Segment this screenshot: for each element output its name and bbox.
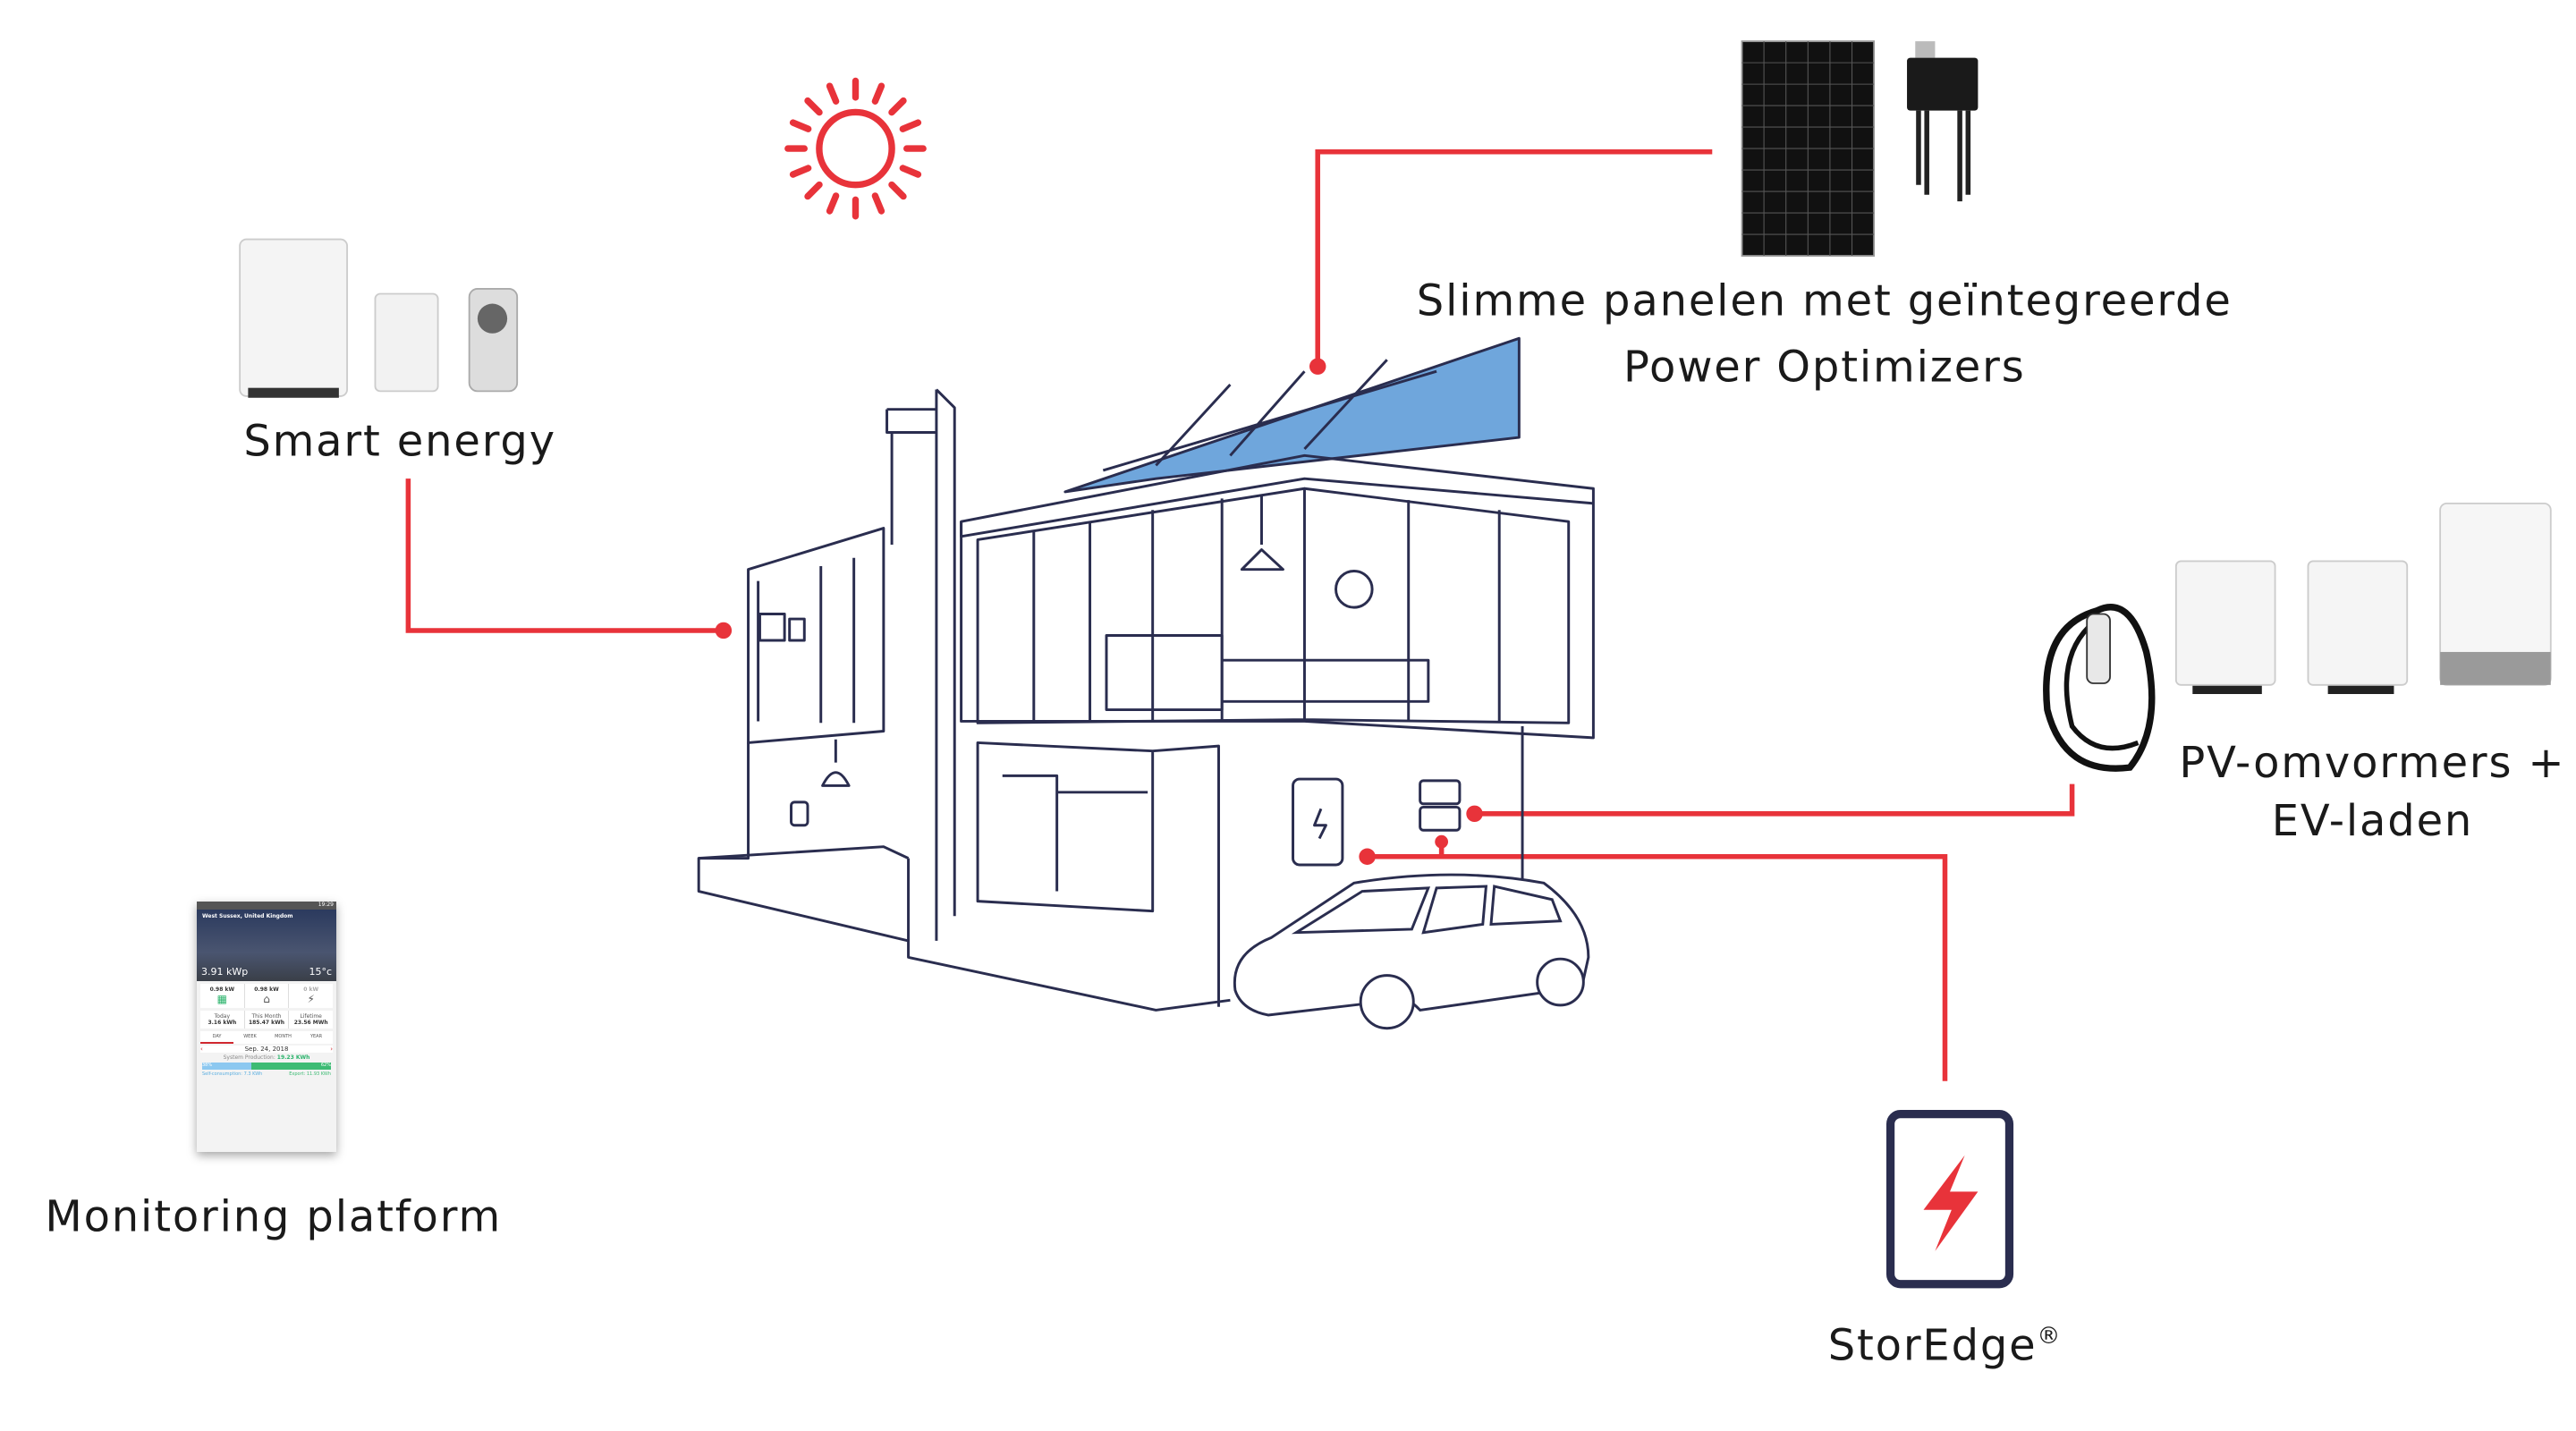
- inverters-label-2: EV-laden: [2272, 796, 2473, 846]
- ev-charger-image: [2043, 604, 2156, 772]
- connection-lines: [405, 149, 2075, 1081]
- smart-energy-devices-image: [239, 238, 519, 398]
- solar-panel-image: [1741, 40, 1876, 257]
- tab-day[interactable]: DAY: [200, 1031, 233, 1044]
- connection-dots: [715, 358, 1483, 866]
- car-illustration: [1233, 873, 1590, 1030]
- stat-label: This Month: [251, 1013, 282, 1020]
- panels-label-2: Power Optimizers: [1623, 342, 2026, 392]
- house-illustration: [697, 336, 1595, 1012]
- kwp-value: 3.91 kWp: [201, 966, 249, 978]
- inverters-label: PV-omvormers +: [2179, 738, 2565, 788]
- production-label: System Production:: [223, 1054, 275, 1061]
- production-split-bar: 38% 62%: [202, 1063, 331, 1070]
- tab-month[interactable]: MONTH: [275, 1034, 292, 1039]
- pv-inverters-image: [2174, 502, 2552, 695]
- house-icon: ⌂: [263, 993, 270, 1005]
- monitoring-app-screenshot: 19:29 West Sussex, United Kingdom 3.91 k…: [197, 902, 336, 1152]
- grid-power: 0 kW: [303, 986, 319, 993]
- stat-label: Lifetime: [300, 1013, 322, 1020]
- sun-icon: [784, 77, 927, 220]
- storedge-label: StorEdge®: [1828, 1321, 2063, 1371]
- stat-value: 3.16 kWh: [208, 1020, 237, 1026]
- tab-year[interactable]: YEAR: [309, 1034, 323, 1039]
- tab-week[interactable]: WEEK: [243, 1034, 257, 1039]
- self-consumption-text: Self-consumption: 7.3 KWh: [202, 1071, 263, 1077]
- prev-icon[interactable]: ‹: [200, 1046, 203, 1053]
- stat-value: 23.56 MWh: [293, 1020, 328, 1026]
- export-pct: 62%: [250, 1063, 331, 1070]
- temperature-value: 15°c: [309, 966, 332, 978]
- export-text: Export: 11.93 KWh: [289, 1071, 331, 1077]
- load-power: 0.98 kW: [254, 986, 279, 993]
- battery-icon: [1885, 1110, 2014, 1289]
- stat-label: Today: [214, 1013, 231, 1020]
- energy-flow-row: 0.98 kW▦ 0.98 kW⌂ 0 kW⚡: [200, 984, 333, 1008]
- smart-energy-label: Smart energy: [243, 416, 556, 466]
- production-value: 19.23 KWh: [276, 1054, 310, 1061]
- panels-label: Slimme panelen met geïntegreerde: [1417, 275, 2233, 326]
- date-value: Sep. 24, 2018: [244, 1046, 289, 1053]
- location-text: West Sussex, United Kingdom: [202, 913, 293, 919]
- solar-panel-icon: ▦: [216, 993, 227, 1005]
- power-optimizer-image: [1907, 41, 1979, 202]
- pv-power: 0.98 kW: [209, 986, 235, 993]
- monitoring-label: Monitoring platform: [45, 1192, 502, 1242]
- stat-value: 185.47 kWh: [248, 1020, 285, 1026]
- phone-status-time: 19:29: [197, 902, 336, 910]
- self-pct: 38%: [202, 1063, 251, 1070]
- next-icon[interactable]: ›: [330, 1046, 333, 1053]
- grid-tower-icon: ⚡: [307, 993, 315, 1005]
